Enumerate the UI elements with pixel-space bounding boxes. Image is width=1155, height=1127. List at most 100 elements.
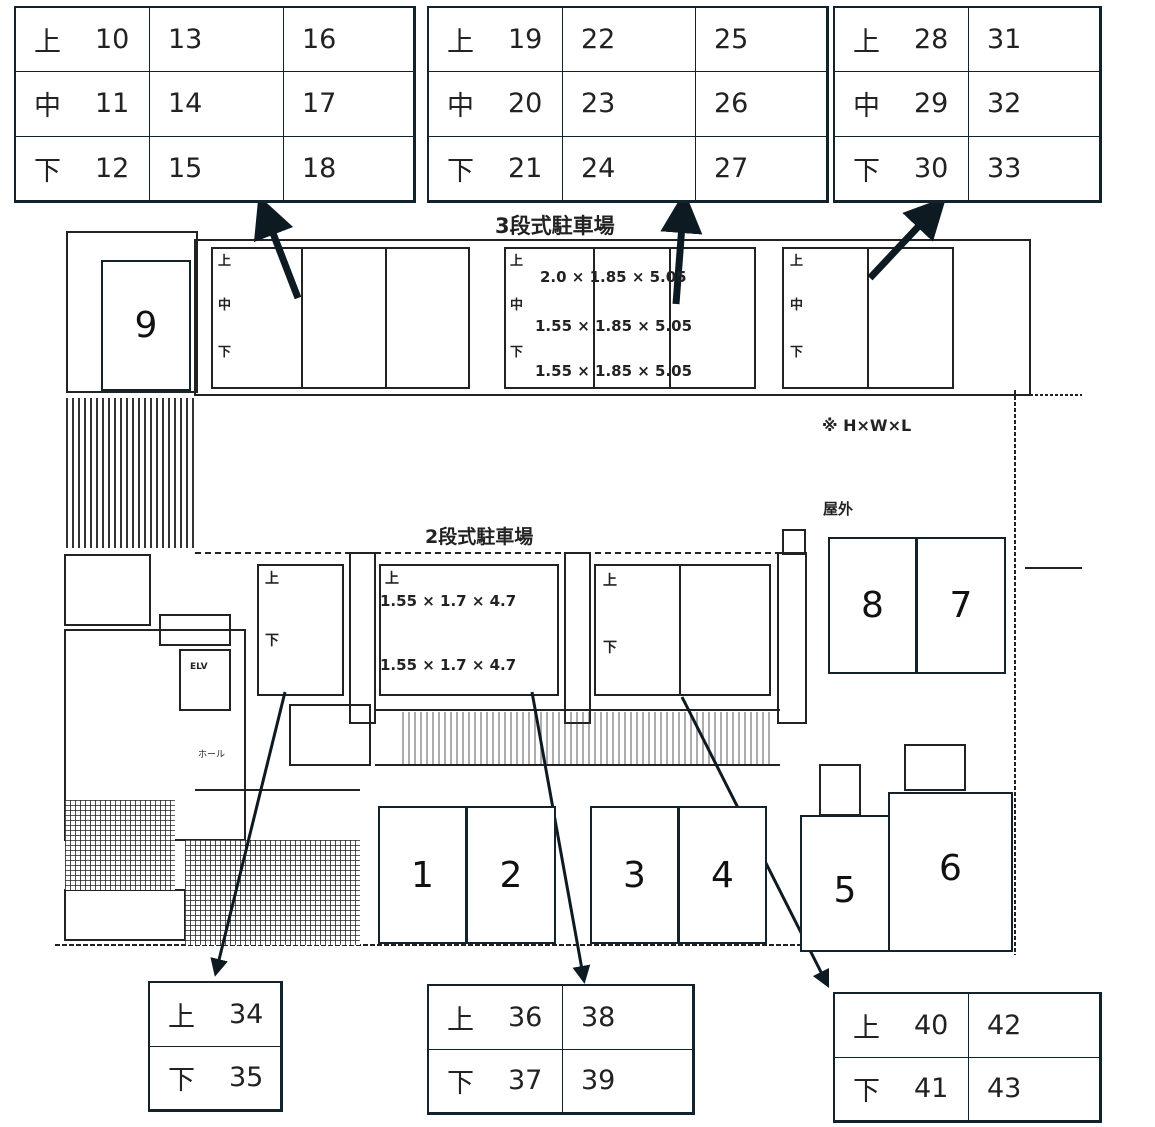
ramp-hatch [400,712,770,764]
level-label: 上 [447,1004,474,1036]
level-up-label: 上 [218,254,232,269]
level-down-label: 下 [218,345,232,360]
space-2[interactable]: 2 [466,806,556,944]
level-label: 下 [447,1068,474,1100]
level-down-label: 下 [510,345,524,360]
level-label: 中 [34,91,61,123]
level-label: 下 [447,155,474,187]
table-cell: 16 [284,8,414,73]
level-label: 上 [853,27,880,59]
space-number: 29 [914,88,949,120]
level-up-label: 上 [510,254,524,269]
space-number: 19 [508,24,543,56]
space-number: 10 [95,24,130,56]
hall-label: ホール [198,750,226,760]
level-label: 下 [168,1065,195,1097]
space-table-2tier-left: 上 34 下 35 [148,981,283,1112]
level-up-label: 上 [265,571,279,587]
space-9[interactable]: 9 [101,260,191,391]
level-down-label: 下 [790,345,804,360]
level-mid-label: 中 [790,298,804,313]
level-down-label: 下 [603,640,617,656]
space-number: 35 [229,1062,264,1094]
table-cell: 下 41 [835,1057,969,1121]
dimension-middle: 1.55 × 1.85 × 5.05 [535,317,693,335]
space-number: 34 [229,998,264,1030]
space-4[interactable]: 4 [678,806,767,944]
table-cell: 22 [563,8,696,73]
table-cell: 33 [969,136,1100,201]
table-cell: 上 28 [835,8,969,73]
table-cell: 下 30 [835,136,969,201]
space-number: 11 [95,88,130,120]
table-cell: 39 [563,1049,693,1113]
space-7[interactable]: 7 [916,537,1006,674]
level-label: 上 [168,1001,195,1033]
arrow-to-table-2 [660,191,703,305]
arrow-to-table-1 [253,195,302,300]
level-up-label: 上 [790,254,804,269]
space-number: 41 [914,1073,949,1105]
dimensions-note: ※ H×W×L [822,416,912,435]
level-up-label: 上 [603,573,617,589]
table-cell: 43 [969,1057,1100,1121]
table-cell: 下 21 [429,136,563,201]
table-cell: 25 [696,8,827,73]
space-number: 12 [95,152,130,184]
arrow-to-table-3 [867,196,947,281]
dimension-lower: 1.55 × 1.85 × 5.05 [535,362,693,380]
space-8[interactable]: 8 [828,537,917,674]
table-cell: 31 [969,8,1100,73]
level-label: 上 [34,27,61,59]
table-cell: 中 11 [16,72,150,137]
dimension-2tier-lower: 1.55 × 1.7 × 4.7 [380,656,517,674]
table-cell: 上 36 [429,986,563,1050]
three-tier-parking-label: 3段式駐車場 [495,214,615,238]
space-number: 28 [914,24,949,56]
outdoor-label: 屋外 [823,500,854,518]
level-up-label: 上 [385,571,399,587]
elevator-label: ELV [190,662,208,672]
level-mid-label: 中 [218,298,232,313]
level-label: 下 [853,155,880,187]
dimension-2tier-upper: 1.55 × 1.7 × 4.7 [380,592,517,610]
table-cell: 27 [696,136,827,201]
table-cell: 上 34 [150,983,281,1047]
table-cell: 17 [284,72,414,137]
space-6[interactable]: 6 [888,792,1013,952]
table-cell: 下 37 [429,1049,563,1113]
space-number: 36 [508,1001,543,1033]
paved-area [65,800,175,890]
space-number: 30 [914,152,949,184]
space-number: 20 [508,88,543,120]
three-tier-parking-structure [66,231,1082,955]
table-cell: 18 [284,136,414,201]
space-number: 21 [508,152,543,184]
arrow-to-table-5 [530,691,591,984]
level-mid-label: 中 [510,298,524,313]
space-5[interactable]: 5 [800,815,890,952]
table-cell: 上 10 [16,8,150,73]
level-down-label: 下 [265,633,279,649]
level-label: 下 [853,1076,880,1108]
arrows [253,191,947,305]
table-cell: 42 [969,994,1100,1058]
space-1[interactable]: 1 [378,806,467,944]
space-number: 37 [508,1065,543,1097]
paved-area [185,840,360,945]
two-tier-parking-label: 2段式駐車場 [425,526,534,548]
level-label: 中 [447,91,474,123]
table-cell: 32 [969,72,1100,137]
table-cell: 23 [563,72,696,137]
arrow-to-table-4 [210,691,287,977]
table-cell: 26 [696,72,827,137]
space-3[interactable]: 3 [590,806,679,944]
